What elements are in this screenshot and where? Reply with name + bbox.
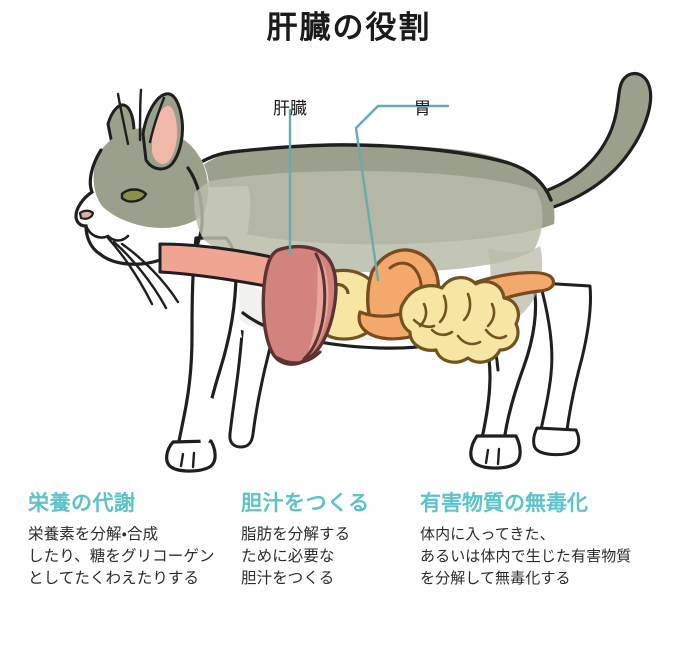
function-body-detox: 体内に入ってきた、 あるいは体内で生じた有害物質 を分解して無毒化する (420, 526, 632, 587)
organs-group (158, 242, 556, 366)
small-intestine-folds (412, 292, 508, 346)
liver-lobe-line (302, 252, 327, 361)
cat-head-outline (74, 148, 103, 256)
cat-torso-outline (186, 143, 553, 202)
label-stomach: 胃 (414, 99, 431, 118)
function-column-metabolism: 栄養の代謝 栄養素を分解・合成 したり、糖をグリコーゲン としてたくわえたりする (28, 490, 240, 590)
cat-eye (120, 188, 148, 203)
cat-ear-inner (152, 105, 178, 164)
cat-hind-paw-far (532, 426, 581, 457)
cat-tail (518, 72, 653, 215)
function-heading-metabolism: 栄養の代謝 (28, 492, 136, 515)
page-title: 肝臓の役割 (266, 10, 432, 45)
cat-illustration-svg (74, 72, 653, 473)
label-liver: 肝臓 (273, 99, 307, 118)
cat-nose (78, 209, 95, 220)
cat-cheek-outline (98, 252, 162, 266)
function-heading-bile: 胆汁をつくる (241, 492, 370, 515)
cat-anatomy-illustration (0, 58, 698, 478)
function-column-bile: 胆汁をつくる 脂肪を分解する ために必要な 胆汁をつくる (241, 490, 411, 590)
cat-whiskers (106, 88, 180, 310)
cat-head (74, 88, 209, 310)
leader-line-stomach (354, 104, 450, 282)
cat-front-paw-near-toes (179, 451, 196, 469)
callout-leader-lines (288, 104, 450, 282)
cat-hind-paw-near (469, 434, 522, 470)
liver-edge-fold (276, 350, 322, 365)
cat-mouth (84, 224, 130, 242)
cat-leg-patch (200, 397, 217, 450)
function-body-bile: 脂肪を分解する ために必要な 胆汁をつくる (241, 526, 351, 587)
function-column-detox: 有害物質の無毒化 体内に入ってきた、 あるいは体内で生じた有害物質 を分解して無… (420, 490, 698, 590)
abdominal-cavity (194, 170, 543, 273)
liver-functions-section: 栄養の代謝 栄養素を分解・合成 したり、糖をグリコーゲン としてたくわえたりする… (0, 490, 698, 649)
cat-front-paw-near (165, 439, 217, 473)
cavity-shade (194, 170, 543, 273)
function-body-metabolism: 栄養素を分解・合成 したり、糖をグリコーゲン としてたくわえたりする (28, 526, 215, 587)
small-intestine (399, 276, 520, 364)
function-heading-detox: 有害物質の無毒化 (420, 492, 588, 515)
cat-hind-paw-near-toes (484, 447, 501, 466)
cat-hind-leg-far (538, 281, 592, 446)
